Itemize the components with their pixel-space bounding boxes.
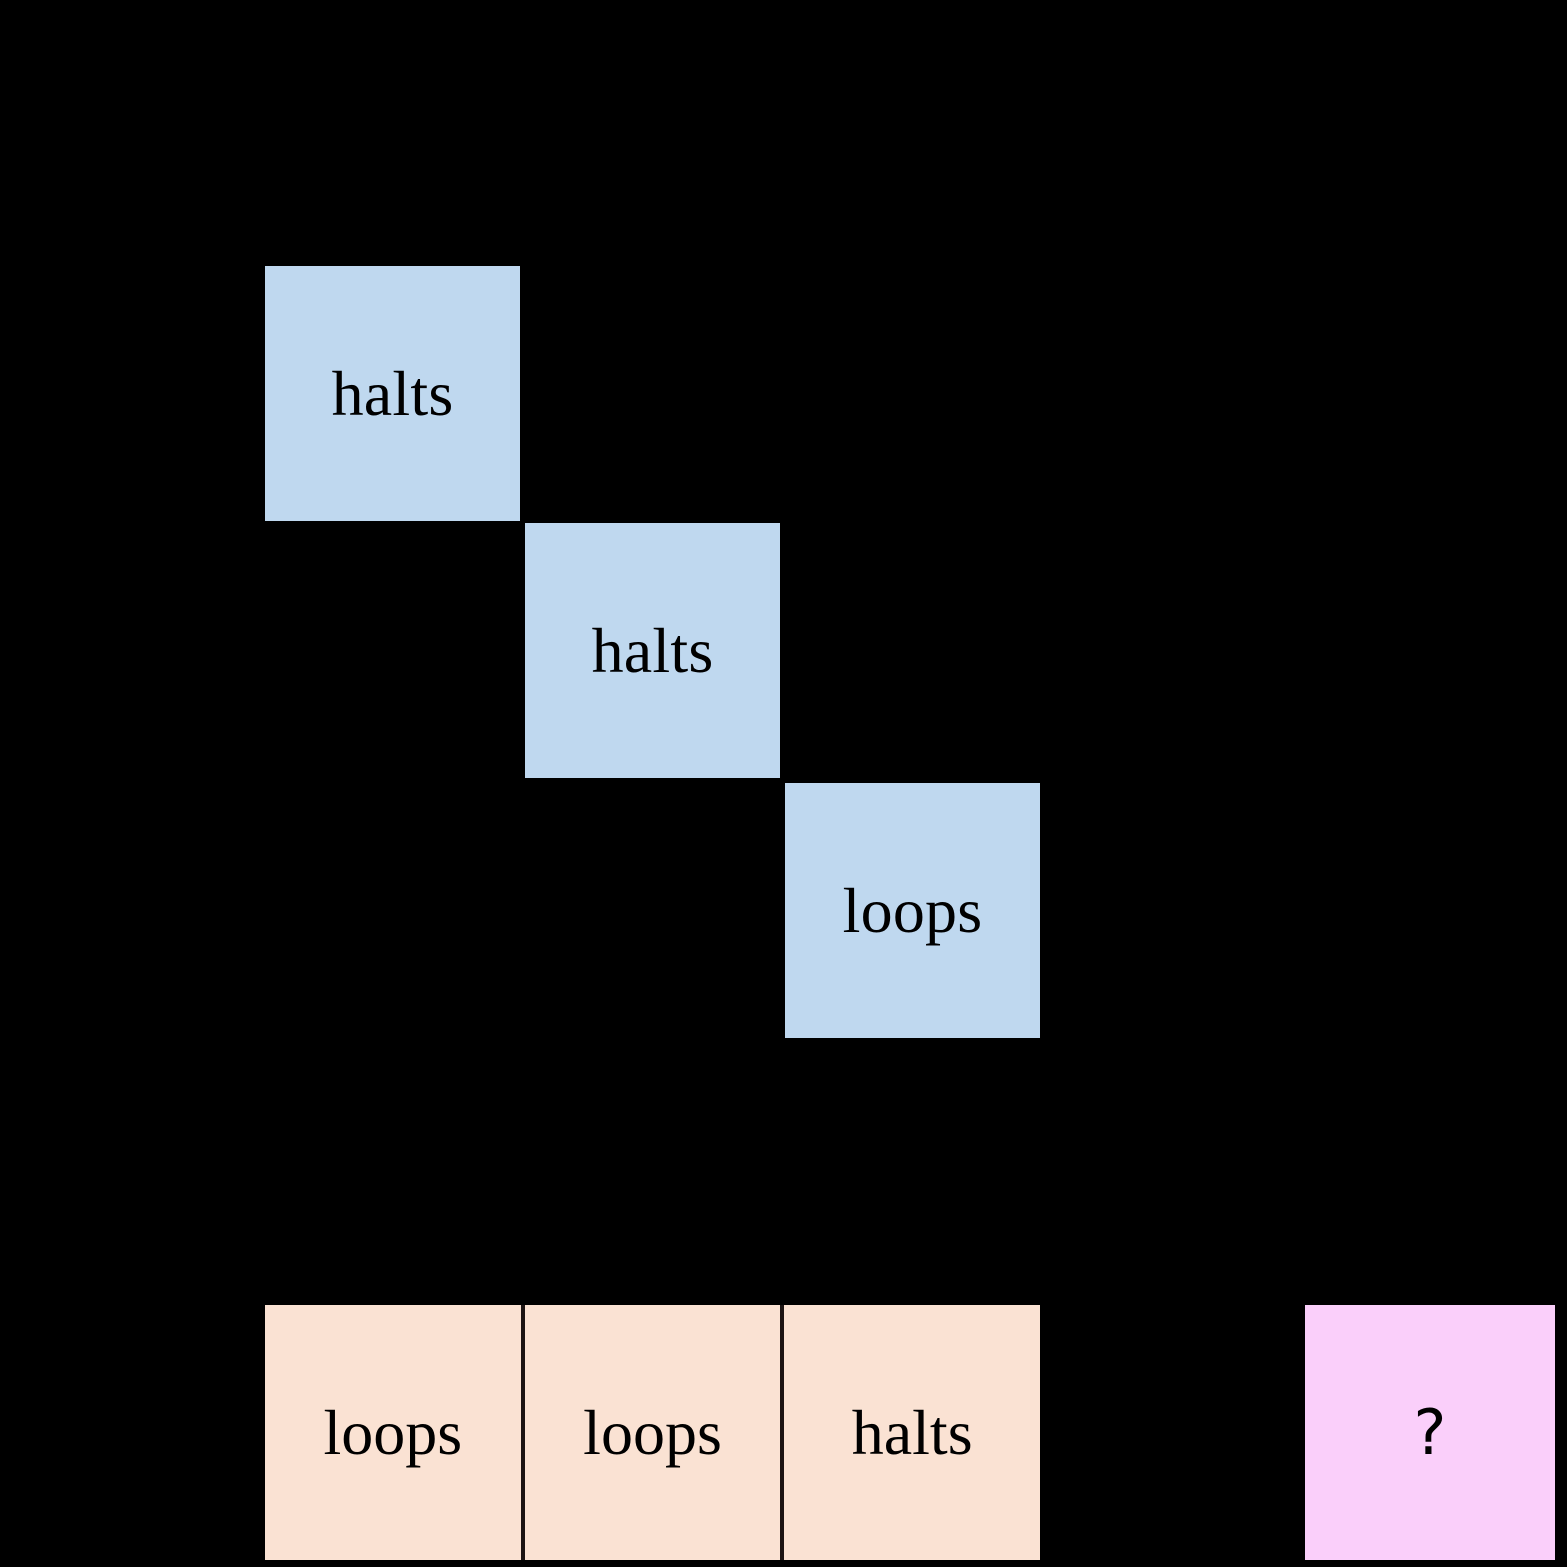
diagonal-cell-1[interactable]: halts: [265, 266, 520, 521]
tape-cell-1-label: loops: [323, 1396, 463, 1468]
diagonal-cell-1-label: halts: [331, 357, 454, 429]
tape-row: loops loops halts: [265, 1305, 1041, 1560]
tape-cell-2-label: loops: [583, 1396, 722, 1468]
diagonal-cell-3-label: loops: [842, 874, 983, 946]
tape-cell-1[interactable]: loops: [265, 1305, 525, 1560]
unknown-cell[interactable]: ?: [1305, 1305, 1555, 1560]
tape-cell-3[interactable]: halts: [784, 1305, 1041, 1560]
diagonal-cell-3[interactable]: loops: [785, 783, 1040, 1038]
tape-cell-2[interactable]: loops: [524, 1305, 785, 1560]
tape-cell-3-label: halts: [851, 1396, 973, 1468]
diagonal-cell-2-label: halts: [591, 614, 714, 686]
question-mark-icon: ?: [1413, 1395, 1447, 1469]
diagonal-cell-2[interactable]: halts: [525, 523, 780, 778]
